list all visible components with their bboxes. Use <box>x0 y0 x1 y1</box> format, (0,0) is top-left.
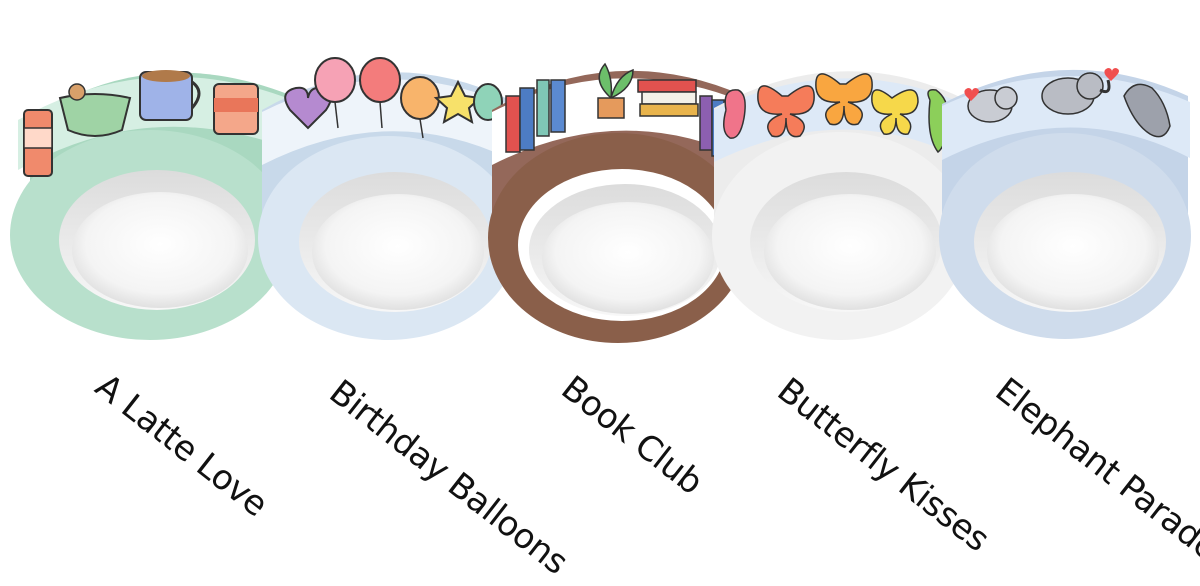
tape-roll-a-latte-love <box>10 70 292 340</box>
to-go-cup-icon <box>23 109 53 177</box>
teacup-icon <box>58 83 132 137</box>
books-icon <box>505 79 566 153</box>
butterfly-icon <box>757 85 815 138</box>
balloon-icon <box>359 57 401 129</box>
plant-icon <box>597 62 634 119</box>
elephant-icon <box>1041 68 1119 115</box>
elephant-icon <box>964 86 1018 123</box>
butterfly-icon <box>871 89 919 135</box>
elephant-icon <box>1123 83 1171 138</box>
butterfly-icon <box>815 73 873 126</box>
tape-roll-book-club <box>488 62 748 343</box>
mug-icon <box>139 70 201 121</box>
balloon-icon <box>314 57 356 129</box>
butterfly-icon <box>723 89 746 139</box>
tape-roll-elephant-parade <box>939 68 1191 339</box>
tape-roll-butterfly-kisses <box>712 71 968 340</box>
tape-roll-birthday-balloons <box>258 57 518 340</box>
coffee-cup-icon <box>213 83 259 135</box>
